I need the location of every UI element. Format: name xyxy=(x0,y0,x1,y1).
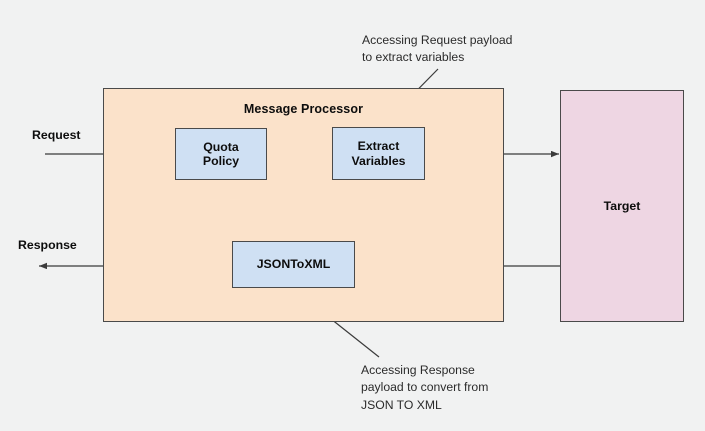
response-payload-annotation: Accessing Response payload to convert fr… xyxy=(361,363,489,412)
quota-policy-node[interactable]: Quota Policy xyxy=(175,128,267,180)
jsontoxml-node[interactable]: JSONToXML xyxy=(232,241,355,288)
target-node[interactable]: Target xyxy=(560,90,684,322)
request-payload-annotation: Accessing Request payload to extract var… xyxy=(362,33,513,65)
extract-variables-node[interactable]: Extract Variables xyxy=(332,127,425,180)
message-processor-title: Message Processor xyxy=(243,102,364,116)
request-label: Request xyxy=(32,128,81,142)
response-label: Response xyxy=(18,238,77,252)
